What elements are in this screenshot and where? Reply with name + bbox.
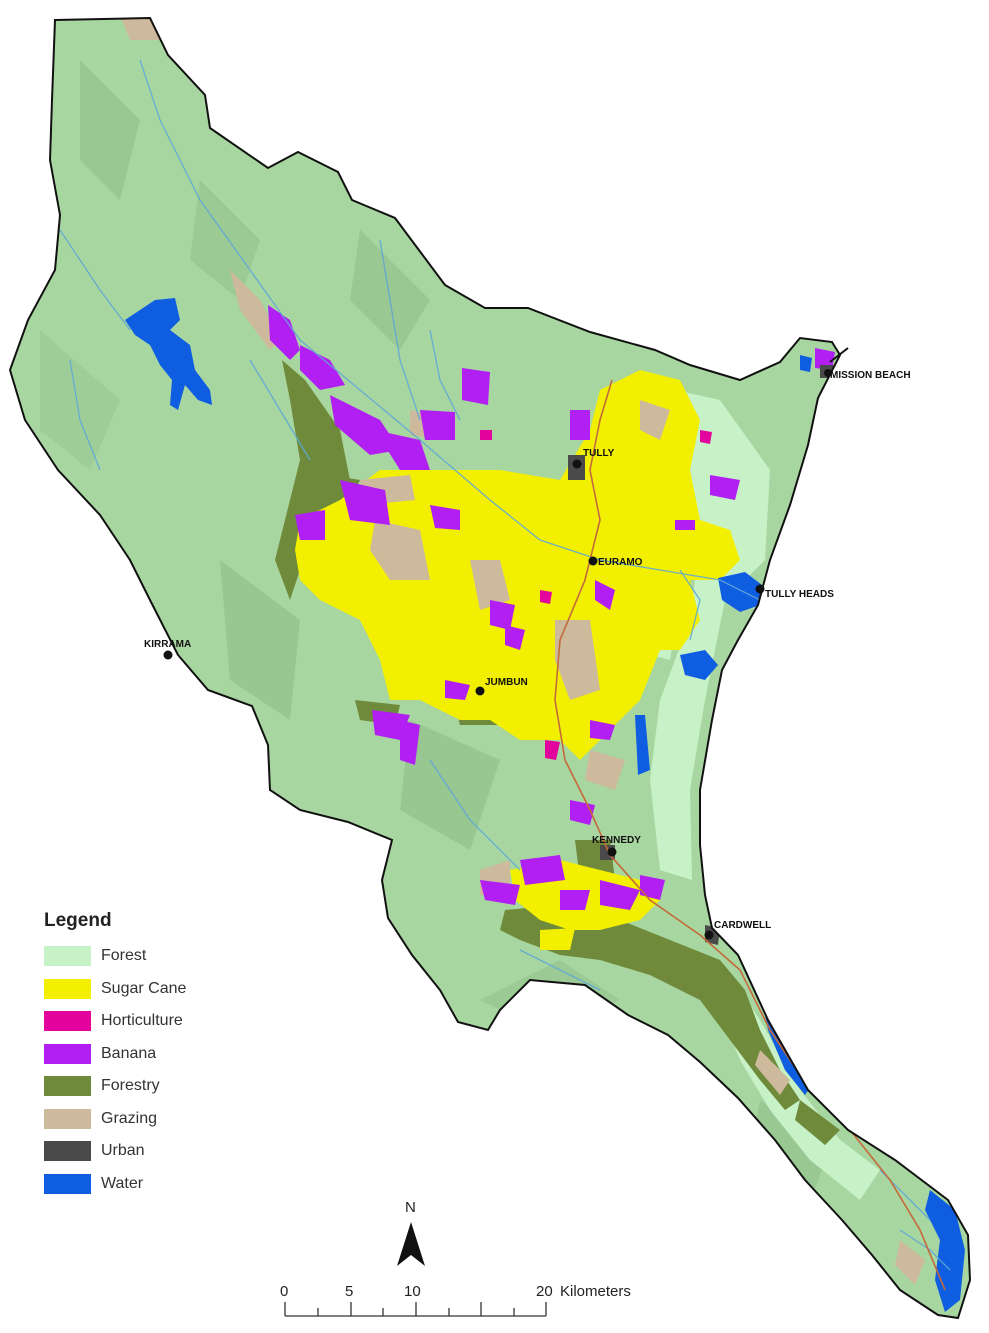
coast-spit [829,347,849,363]
town-marker [572,459,582,469]
scale-tick-label: 5 [345,1283,353,1300]
grazing-patch [470,560,510,610]
legend-swatch [44,1108,91,1129]
town-marker [755,584,765,594]
town-marker [704,930,714,940]
legend-items: Forest Sugar Cane Horticulture Banana Fo… [40,940,210,1200]
town-label-jumbun: JUMBUN [485,677,528,688]
legend-label: Banana [101,1044,157,1062]
grazing-patch [555,620,600,700]
town-euramo: EURAMO [588,556,643,568]
horticulture-patches [480,430,712,760]
legend-item-water: Water [40,1168,210,1201]
dam-reservoir [125,298,212,410]
town-jumbun: JUMBUN [475,677,528,696]
legend-label: Sugar Cane [101,979,187,997]
scale-tick-label: 10 [404,1283,421,1300]
scale-unit-label: Kilometers [560,1283,631,1300]
legend-swatch [44,978,91,999]
town-label-mission-beach: MISSION BEACH [830,370,911,381]
north-arrow: N [397,1199,425,1266]
town-label-kirrama: KIRRAMA [144,639,191,650]
north-label: N [405,1199,416,1216]
banana-patches [268,305,835,910]
legend-item-urban: Urban [40,1135,210,1168]
mission-beach-water [800,355,812,372]
town-marker [824,369,832,377]
legend-swatch [44,1043,91,1064]
rivers [59,59,951,1271]
catchment-boundary [8,16,972,1320]
forestry-patch [795,1100,840,1145]
legend-label: Water [101,1174,144,1192]
legend-swatch [44,1141,91,1162]
town-label-kennedy: KENNEDY [592,835,641,846]
map-legend: Legend Forest Sugar Cane Horticulture Ba… [40,910,210,1200]
legend-swatch [44,1011,91,1032]
legend-label: Forestry [101,1077,160,1095]
town-label-cardwell: CARDWELL [714,920,771,931]
legend-label: Horticulture [101,1012,183,1030]
north-arrow-icon [397,1222,425,1266]
town-marker [588,556,598,566]
scale-tick-label: 20 [536,1283,553,1300]
grazing-patch [755,1050,790,1095]
town-marker [607,847,617,857]
legend-item-grazing: Grazing [40,1103,210,1136]
grazing-patch [370,520,430,580]
town-kirrama: KIRRAMA [144,639,191,660]
legend-swatch [44,946,91,967]
legend-item-forestry: Forestry [40,1070,210,1103]
land-use-layer [40,18,965,1312]
hinchinbrook-channel-c [925,1190,965,1312]
legend-item-sugar-cane: Sugar Cane [40,973,210,1006]
tully-heads-wetland [718,572,762,612]
town-marker [163,650,173,660]
forestry-south-belt [500,905,800,1110]
town-tully: TULLY [572,448,615,469]
grazing-patch [895,1240,925,1285]
grazing-patch [640,400,670,440]
hinchinbrook-channel-b [868,1090,895,1150]
town-marker [475,686,485,696]
town-cardwell: CARDWELL [704,920,771,940]
legend-swatch [44,1076,91,1097]
legend-item-forest: Forest [40,940,210,973]
legend-swatch [44,1173,91,1194]
scale-ticks [284,1302,547,1316]
coastal-wetland [680,650,718,680]
town-label-tully-heads: TULLY HEADS [765,589,834,600]
legend-label: Grazing [101,1109,158,1127]
legend-title: Legend [44,910,112,931]
town-kennedy: KENNEDY [592,835,641,857]
grazing-corridor [230,270,280,350]
scale-tick-label: 0 [280,1283,288,1300]
legend-item-banana: Banana [40,1038,210,1071]
town-label-euramo: EURAMO [598,557,643,568]
town-label-tully: TULLY [583,448,615,459]
legend-label: Forest [101,947,147,965]
scale-bar: 0 5 10 20 Kilometers [280,1283,631,1317]
legend-item-horticulture: Horticulture [40,1005,210,1038]
legend-label: Urban [101,1142,145,1160]
grazing-patch [585,750,625,790]
coastal-wetland [635,715,650,775]
town-tully-heads: TULLY HEADS [755,584,834,600]
sugar-cane-main [295,370,740,760]
sugar-cane-patch [540,928,575,950]
town-mission-beach: MISSION BEACH [824,369,911,381]
